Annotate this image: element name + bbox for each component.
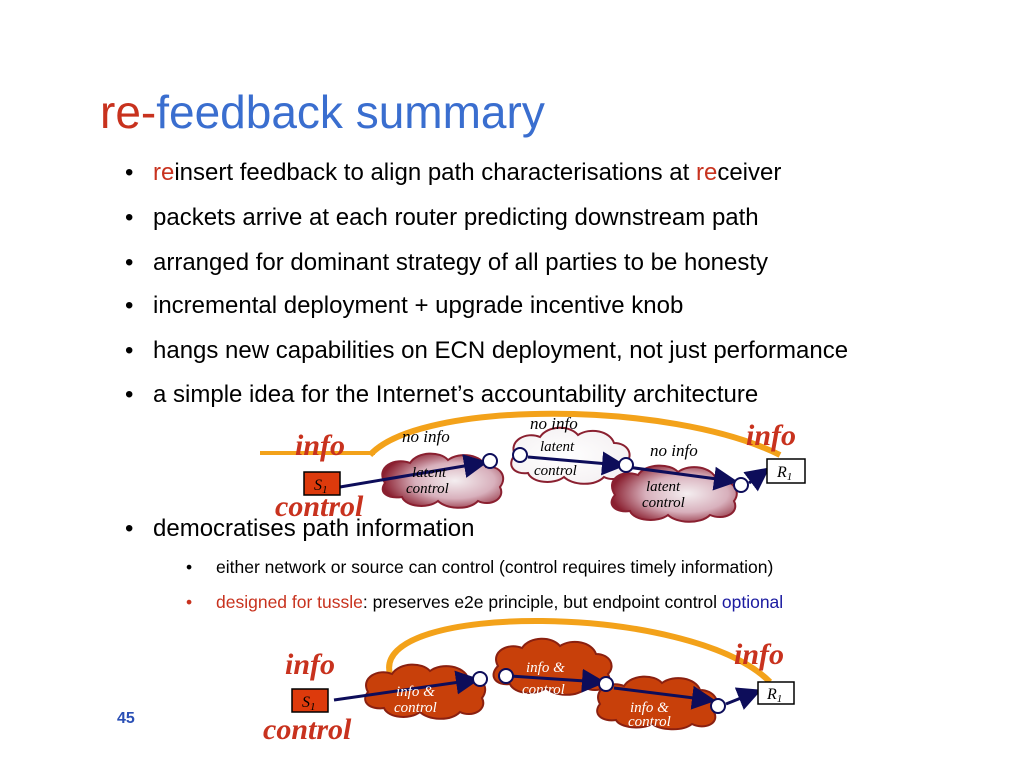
- path-arrow: [509, 668, 606, 693]
- path-arrow: [339, 454, 488, 489]
- bullet-text-part: ceiver: [717, 159, 782, 186]
- bullet-dot: •: [186, 592, 193, 612]
- source-box: [291, 688, 329, 713]
- info-label-left: info: [285, 648, 335, 681]
- cloud-1-line1: latent: [412, 465, 447, 481]
- path-arrow: [527, 451, 626, 476]
- bullet-text: hangs new capabilities on ECN deployment…: [153, 337, 849, 364]
- source-label: S1: [302, 694, 316, 713]
- bullet-dot: •: [125, 159, 134, 186]
- cloud-3-line1: info &: [630, 700, 669, 716]
- cloud-3-top-label: no info: [650, 441, 698, 460]
- title-prefix: re-: [100, 86, 157, 138]
- bullet-text: reinsert feedback to align path characte…: [153, 158, 781, 188]
- sub-bullet-text: either network or source can control (co…: [216, 557, 774, 577]
- router-node: [733, 477, 749, 493]
- bullet-text: democratises path information: [153, 515, 475, 542]
- page-number: 45: [117, 710, 135, 727]
- bullet-highlight: re: [153, 159, 175, 186]
- cloud-2-top-label: no info: [530, 414, 578, 433]
- bullet-dot: •: [125, 204, 134, 231]
- path-arrow: [725, 687, 762, 710]
- bullet-highlight: re: [695, 159, 718, 186]
- sub-bullet-text-part: : preserves e2e principle, but endpoint …: [362, 592, 722, 612]
- bullet-text: arranged for dominant strategy of all pa…: [153, 249, 769, 276]
- router-node: [512, 447, 528, 463]
- router-node: [710, 698, 726, 714]
- cloud-2-line2: control: [522, 682, 565, 698]
- diagram-latent-control: S1 R1 info info no info no info no info …: [260, 410, 806, 523]
- receiver-label: R1: [776, 464, 792, 483]
- control-label-1: control: [275, 490, 364, 523]
- cloud-1-line1: info &: [396, 684, 435, 700]
- bullet-dot: •: [125, 249, 134, 276]
- router-node: [472, 671, 488, 687]
- path-arrow: [333, 670, 480, 702]
- source-label: S1: [314, 477, 328, 496]
- source-box: [303, 471, 341, 496]
- bullet-dot: •: [186, 557, 193, 577]
- bullet-text-part: insert feedback to align path characteri…: [174, 159, 696, 186]
- cloud-3-line2: control: [628, 714, 671, 730]
- title-main: feedback summary: [156, 86, 545, 138]
- router-node: [482, 453, 498, 469]
- router-node: [498, 668, 514, 684]
- cloud-3: [610, 464, 738, 523]
- feedback-arc: [367, 410, 782, 458]
- router-node: [618, 457, 634, 473]
- bullet-text: a simple idea for the Internet’s account…: [153, 381, 759, 408]
- bullet-dot: •: [125, 292, 134, 319]
- path-arrow: [613, 685, 716, 710]
- sub-bullet-optional: optional: [721, 592, 784, 612]
- bullet-text: packets arrive at each router predicting…: [153, 204, 759, 231]
- feedback-arc: [386, 617, 773, 685]
- path-arrow: [743, 467, 770, 492]
- bullet-dot: •: [125, 381, 134, 408]
- diagram-info-control: S1 R1 info info info & control info & co…: [285, 617, 795, 731]
- info-label-right: info: [746, 419, 796, 452]
- control-label-2: control: [263, 713, 352, 746]
- cloud-1-line2: control: [394, 700, 437, 716]
- receiver-label: R1: [766, 686, 782, 705]
- cloud-3-line2: control: [642, 495, 685, 511]
- receiver-box: [757, 681, 795, 705]
- cloud-2-line2: control: [534, 463, 577, 479]
- info-label-right: info: [734, 638, 784, 671]
- cloud-1-line2: control: [406, 481, 449, 497]
- router-node: [598, 676, 614, 692]
- info-label-left: info: [295, 429, 345, 462]
- cloud-2-line1: latent: [540, 439, 575, 455]
- bullet-dot: •: [125, 515, 134, 542]
- sub-bullet-highlight: designed for tussle: [216, 592, 363, 612]
- path-arrow: [626, 465, 738, 491]
- page-title: re-feedback summary: [100, 84, 545, 140]
- cloud-3-line1: latent: [646, 479, 681, 495]
- bullet-dot: •: [125, 337, 134, 364]
- receiver-box: [766, 458, 806, 484]
- cloud-2-line1: info &: [526, 660, 565, 676]
- sub-bullet-text: designed for tussle: preserves e2e princ…: [216, 591, 783, 613]
- cloud-1-top-label: no info: [402, 427, 450, 446]
- bullet-text: incremental deployment + upgrade incenti…: [153, 292, 684, 319]
